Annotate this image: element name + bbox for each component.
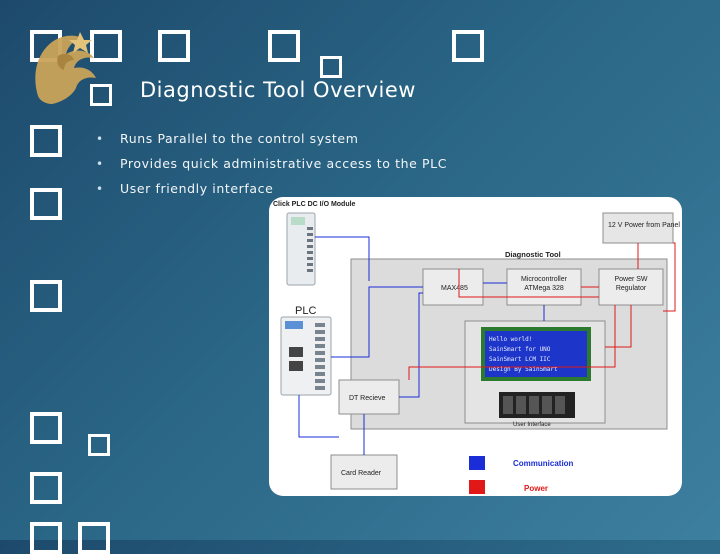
legend-communication-swatch xyxy=(469,456,485,470)
user-interface-label: User Interface xyxy=(513,422,551,428)
io-module-icon xyxy=(286,212,316,286)
legend: Communication Power xyxy=(469,456,574,494)
placeholder-glyph-icon xyxy=(30,280,62,312)
list-item: • User friendly interface xyxy=(96,180,447,205)
placeholder-glyph-icon xyxy=(90,30,122,62)
power-panel-block xyxy=(602,212,674,244)
power-lines xyxy=(408,242,676,380)
bullet-text: Provides quick administrative access to … xyxy=(120,156,448,171)
placeholder-glyph-icon xyxy=(30,472,62,504)
bullet-text: User friendly interface xyxy=(120,181,274,196)
microcontroller-label: Microcontroller ATMega 328 xyxy=(521,276,567,292)
communication-lines xyxy=(298,236,545,455)
placeholder-glyph-icon xyxy=(90,84,112,106)
plc-icon xyxy=(280,316,332,396)
power-panel-label: 12 V Power from Panel xyxy=(608,222,680,229)
diagnostic-tool-label: Diagnostic Tool xyxy=(505,250,561,259)
placeholder-glyph-icon xyxy=(320,56,342,78)
placeholder-glyph-icon xyxy=(30,125,62,157)
placeholder-glyph-icon xyxy=(158,30,190,62)
dt-receive-label: DT Recieve xyxy=(349,395,386,402)
max485-block xyxy=(422,268,484,306)
power-regulator-label: Power SW Regulator xyxy=(614,276,648,292)
bullet-marker: • xyxy=(96,157,104,171)
legend-power-label: Power xyxy=(524,484,548,493)
placeholder-glyph-icon xyxy=(78,522,110,554)
placeholder-glyph-icon xyxy=(30,412,62,444)
placeholder-glyph-icon xyxy=(88,434,110,456)
max485-label: MAX485 xyxy=(441,285,468,292)
block-diagram: Click PLC DC I/O Module PLC xyxy=(269,197,682,496)
list-item: • Provides quick administrative access to… xyxy=(96,155,447,180)
dt-receive-block xyxy=(338,379,400,415)
placeholder-glyph-icon xyxy=(30,188,62,220)
placeholder-glyph-icon xyxy=(452,30,484,62)
io-module-label: Click PLC DC I/O Module xyxy=(273,201,356,208)
plc-label: PLC xyxy=(295,305,316,317)
keypad-icon xyxy=(499,392,575,418)
bullet-list: • Runs Parallel to the control system • Pr… xyxy=(96,130,447,205)
list-item: • Runs Parallel to the control system xyxy=(96,130,447,155)
microcontroller-block xyxy=(506,268,582,306)
pegasus-logo-icon xyxy=(28,26,108,108)
card-reader-label: Card Reader xyxy=(341,470,382,477)
legend-power-swatch xyxy=(469,480,485,494)
slide-title: Diagnostic Tool Overview xyxy=(140,78,416,102)
lcd-display: Hello world! SainSmart for UNO SainSmart… xyxy=(481,327,591,381)
placeholder-glyph-icon xyxy=(268,30,300,62)
card-reader-block xyxy=(330,454,398,490)
bullet-marker: • xyxy=(96,132,104,146)
placeholder-glyph-icon xyxy=(30,522,62,554)
bullet-marker: • xyxy=(96,182,104,196)
legend-communication-label: Communication xyxy=(513,459,574,468)
svg-text:Hello world! SainSmart: Hello world! SainSmart for UNO SainSmart… xyxy=(489,336,558,373)
bullet-text: Runs Parallel to the control system xyxy=(120,131,359,146)
